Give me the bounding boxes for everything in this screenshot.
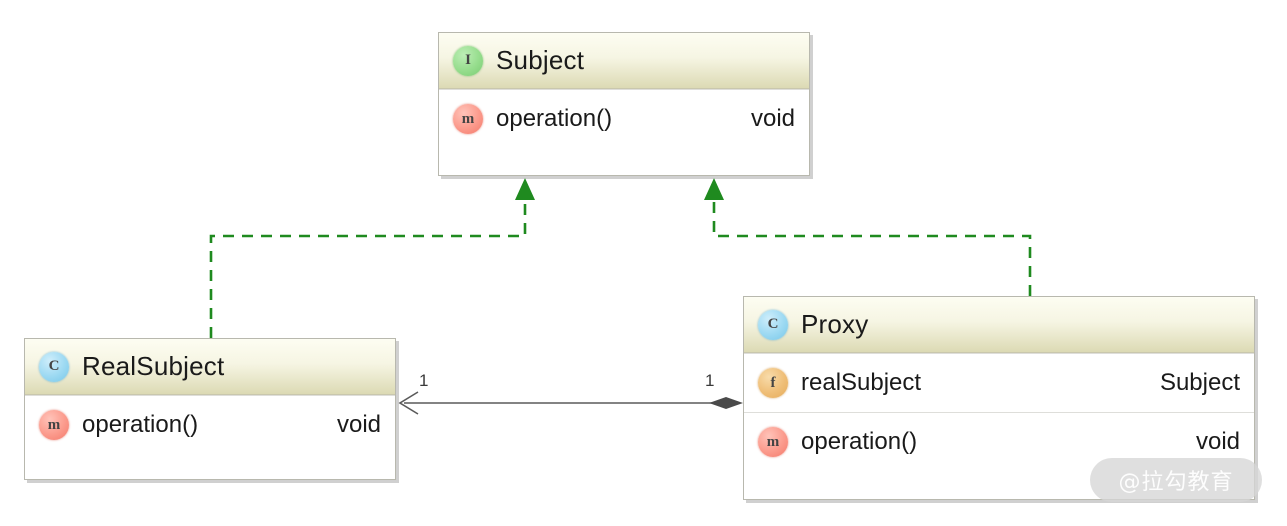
class-name-realsubject: RealSubject [82,351,225,381]
class-header-proxy[interactable]: C Proxy [744,297,1254,353]
member-row-realsubject-operation[interactable]: m operation() void [25,395,395,454]
edge-realization-realsubject-subject [209,178,535,338]
method-icon: m [39,410,69,440]
multiplicity-target: 1 [419,371,429,390]
member-name: operation() [82,411,199,438]
member-type: Subject [1159,369,1240,396]
class-icon: C [39,351,69,382]
multiplicity-source: 1 [705,371,715,390]
class-box-subject[interactable]: I Subject m operation() void [438,32,810,176]
edge-aggregation-proxy-realsubject [398,391,743,415]
edge-realization-proxy-subject [704,178,1032,296]
class-name-subject: Subject [496,45,585,75]
member-row-proxy-operation[interactable]: m operation() void [744,412,1254,471]
class-box-realsubject[interactable]: C RealSubject m operation() void [24,338,396,480]
member-type: void [750,105,795,132]
interface-icon: I [453,45,483,76]
member-name: realSubject [801,369,922,396]
method-icon: m [453,104,483,134]
member-type: void [1195,428,1240,455]
class-box-proxy[interactable]: C Proxy f realSubject Subject m operatio… [743,296,1255,500]
watermark-text: @拉勾教育 [1118,470,1234,495]
class-name-proxy: Proxy [801,309,869,339]
class-icon: C [758,309,788,340]
class-header-subject[interactable]: I Subject [439,33,809,89]
method-icon: m [758,427,788,457]
member-row-subject-operation[interactable]: m operation() void [439,89,809,148]
member-name: operation() [496,105,613,132]
member-name: operation() [801,428,918,455]
class-header-realsubject[interactable]: C RealSubject [25,339,395,395]
field-icon: f [758,368,788,398]
watermark-badge: @拉勾教育 [1090,458,1262,502]
member-type: void [336,411,381,438]
member-row-proxy-realsubject[interactable]: f realSubject Subject [744,353,1254,412]
